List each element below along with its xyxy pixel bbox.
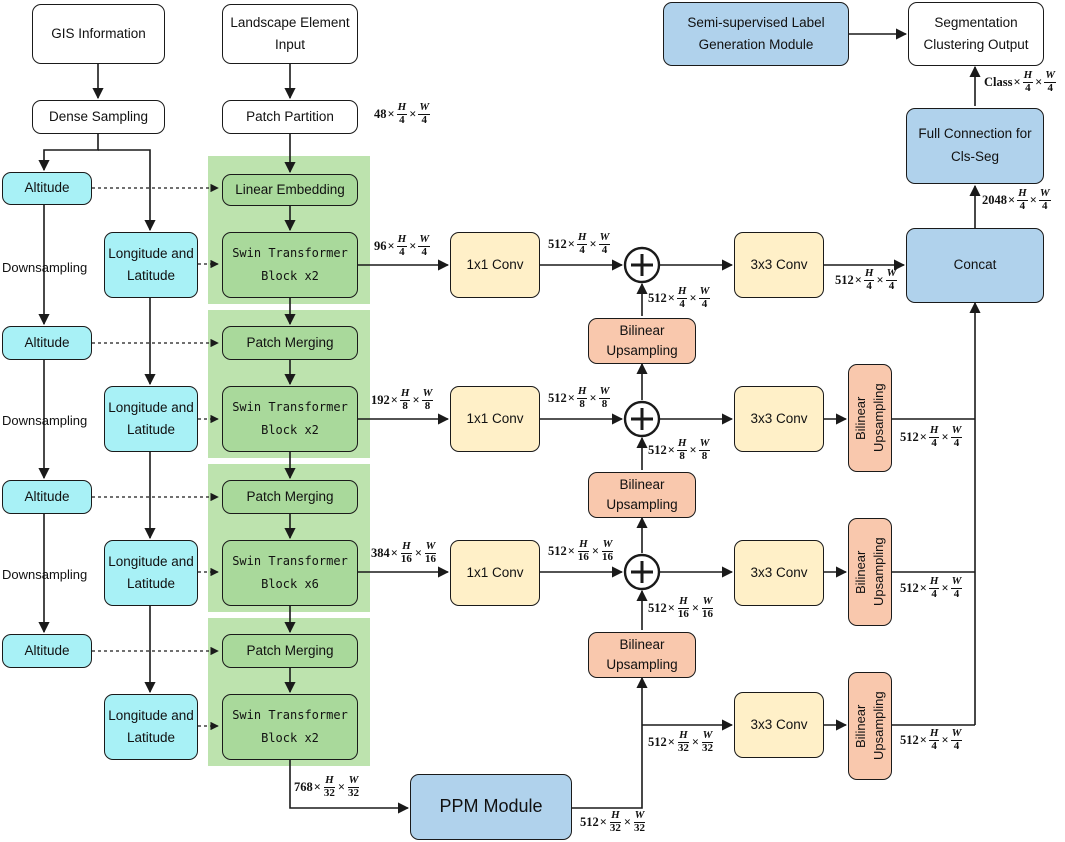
swin-block-4: Swin Transformer Block x2 [222, 694, 358, 760]
altitude-box-2: Altitude [2, 326, 92, 360]
patch-merging-box-2: Patch Merging [222, 480, 358, 514]
landscape-input-box: Landscape Element Input [222, 4, 358, 64]
altitude-box-4: Altitude [2, 634, 92, 668]
bilinear-box-right-3: Bilinear Upsampling [848, 672, 892, 780]
concat-box: Concat [906, 228, 1044, 303]
conv3x3-box-1: 3x3 Conv [734, 232, 824, 298]
downsampling-label-3: Downsampling [2, 567, 88, 582]
swin-block-3: Swin Transformer Block x6 [222, 540, 358, 606]
semi-supervised-box: Semi-supervised Label Generation Module [663, 2, 849, 66]
patch-merging-box-3: Patch Merging [222, 634, 358, 668]
bilinear-box-mid-2: Bilinear Upsampling [588, 472, 696, 518]
conv3x3-box-2: 3x3 Conv [734, 386, 824, 452]
swin-block-1: Swin Transformer Block x2 [222, 232, 358, 298]
downsampling-label-1: Downsampling [2, 260, 88, 275]
conv3x3-box-4: 3x3 Conv [734, 692, 824, 758]
patch-partition-box: Patch Partition [222, 100, 358, 134]
plus-icon-3 [625, 555, 659, 589]
conv3x3-box-3: 3x3 Conv [734, 540, 824, 606]
patch-merging-box-1: Patch Merging [222, 326, 358, 360]
long-lat-box-4: Longitude and Latitude [104, 694, 198, 760]
full-connection-box: Full Connection for Cls-Seg [906, 108, 1044, 184]
plus-icon-2 [625, 402, 659, 436]
segmentation-output-box: Segmentation Clustering Output [908, 2, 1044, 66]
long-lat-box-1: Longitude and Latitude [104, 232, 198, 298]
bilinear-box-right-1: Bilinear Upsampling [848, 364, 892, 472]
ppm-module-box: PPM Module [410, 774, 572, 840]
swin-block-2: Swin Transformer Block x2 [222, 386, 358, 452]
dense-sampling-box: Dense Sampling [32, 100, 165, 134]
linear-embedding-box: Linear Embedding [222, 174, 358, 206]
downsampling-label-2: Downsampling [2, 413, 88, 428]
plus-icon-1 [625, 248, 659, 282]
conv1x1-box-2: 1x1 Conv [450, 386, 540, 452]
bilinear-box-mid-3: Bilinear Upsampling [588, 632, 696, 678]
bilinear-box-mid-1: Bilinear Upsampling [588, 318, 696, 364]
conv1x1-box-3: 1x1 Conv [450, 540, 540, 606]
long-lat-box-2: Longitude and Latitude [104, 386, 198, 452]
altitude-box-1: Altitude [2, 172, 92, 205]
bilinear-box-right-2: Bilinear Upsampling [848, 518, 892, 626]
conv1x1-box-1: 1x1 Conv [450, 232, 540, 298]
gis-information-box: GIS Information [32, 4, 165, 64]
altitude-box-3: Altitude [2, 480, 92, 514]
long-lat-box-3: Longitude and Latitude [104, 540, 198, 606]
